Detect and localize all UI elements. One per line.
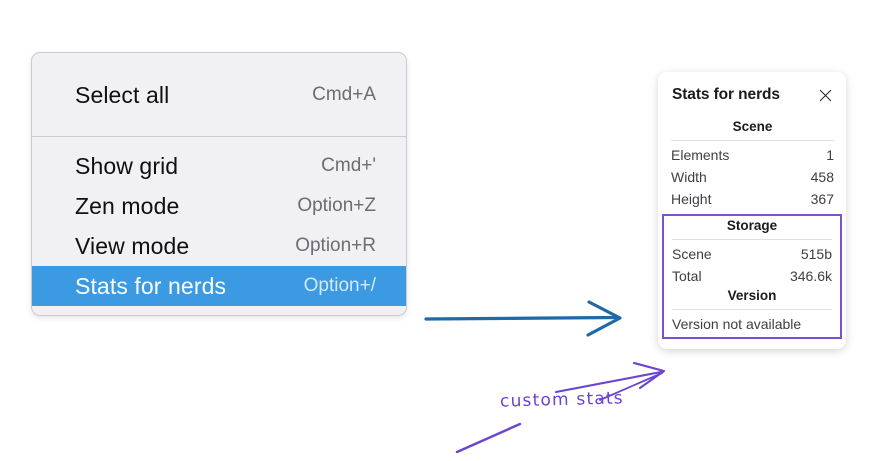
stat-key: Width (671, 169, 707, 185)
section-heading-version: Version (727, 288, 777, 303)
section-heading-storage: Storage (726, 218, 778, 233)
stat-row-height: Height 367 (671, 188, 834, 210)
section-rule (672, 309, 832, 310)
stat-value: 515b (800, 246, 832, 262)
custom-stats-annotation-label: custom stats (499, 388, 625, 412)
context-menu[interactable]: Select all Cmd+A Show grid Cmd+' Zen mod… (31, 52, 407, 316)
stat-value: 1 (826, 147, 834, 163)
menu-item-view-mode[interactable]: View mode Option+R (32, 226, 406, 266)
menu-item-shortcut: Cmd+' (321, 155, 376, 176)
blue-arrow-icon (424, 300, 622, 337)
menu-item-label: Stats for nerds (75, 272, 227, 299)
menu-item-stats-for-nerds[interactable]: Stats for nerds Option+/ (32, 266, 406, 306)
stats-panel-header: Stats for nerds (658, 86, 846, 104)
menu-group-2: Show grid Cmd+' Zen mode Option+Z View m… (32, 137, 406, 315)
stat-key: Scene (672, 246, 712, 262)
menu-item-label: Select all (75, 81, 170, 108)
stat-key: Total (672, 268, 702, 284)
stat-row-elements: Elements 1 (671, 144, 834, 166)
stat-value: 458 (810, 169, 834, 185)
section-heading-scene: Scene (732, 119, 773, 134)
menu-item-shortcut: Option+/ (303, 275, 376, 296)
menu-item-label: View mode (75, 232, 190, 259)
stat-row-storage-scene: Scene 515b (672, 243, 832, 265)
section-rule (672, 239, 832, 240)
menu-item-shortcut: Cmd+A (312, 84, 376, 105)
stats-panel-title: Stats for nerds (672, 86, 780, 103)
stats-for-nerds-panel[interactable]: Stats for nerds Scene Elements 1 Width 4… (658, 72, 846, 349)
menu-item-select-all[interactable]: Select all Cmd+A (32, 75, 406, 115)
menu-item-shortcut: Option+Z (297, 195, 376, 216)
stat-row-storage-total: Total 346.6k (672, 265, 832, 287)
version-not-available-text: Version not available (672, 316, 802, 332)
menu-item-label: Zen mode (75, 192, 180, 219)
stat-key: Height (671, 191, 712, 207)
stat-value: 367 (810, 191, 834, 207)
menu-divider (32, 136, 406, 137)
stat-value: 346.6k (789, 268, 832, 284)
close-icon[interactable] (818, 88, 833, 103)
menu-item-label: Show grid (75, 152, 179, 179)
stat-row-width: Width 458 (671, 166, 834, 188)
menu-item-show-grid[interactable]: Show grid Cmd+' (32, 146, 406, 186)
menu-item-zen-mode[interactable]: Zen mode Option+Z (32, 186, 406, 226)
stats-panel-body: Scene Elements 1 Width 458 Height 367 St… (658, 118, 846, 339)
section-rule (671, 140, 834, 141)
menu-group-1: Select all Cmd+A (32, 53, 406, 136)
stat-key: Elements (671, 147, 730, 163)
custom-stats-highlight-box: Storage Scene 515b Total 346.6k Version … (662, 214, 842, 339)
menu-item-shortcut: Option+R (295, 235, 376, 256)
